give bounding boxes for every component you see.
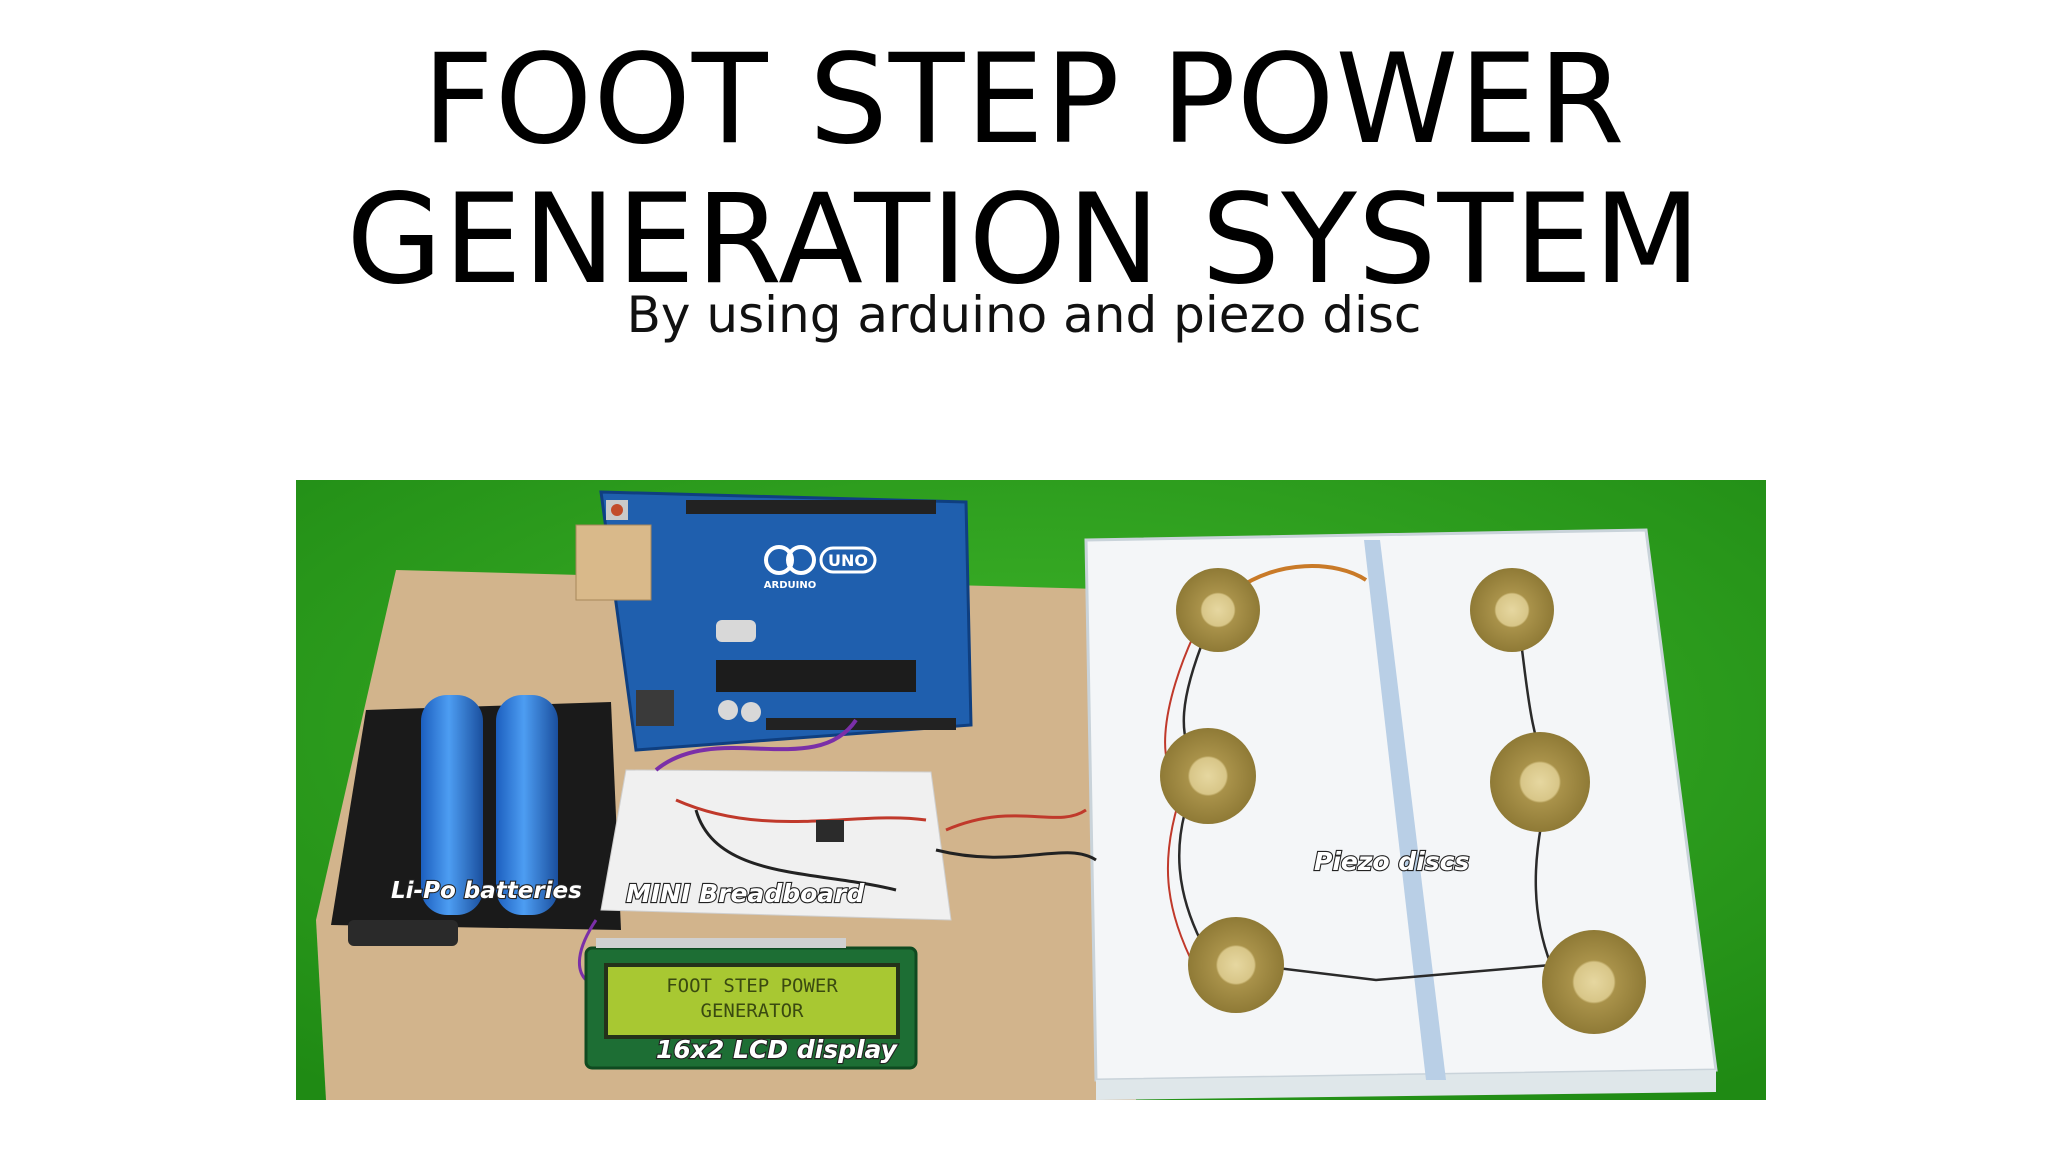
- label-breadboard: MINI Breadboard: [626, 879, 865, 908]
- slide-subtitle: By using arduino and piezo disc: [626, 286, 1422, 344]
- label-piezo: Piezo discs: [1314, 847, 1469, 876]
- title-line-2: GENERATION SYSTEM: [346, 168, 1702, 312]
- mini-breadboard: [600, 718, 952, 921]
- piezo-discs: [1160, 568, 1646, 1034]
- battery-holder: [331, 695, 621, 946]
- piezo-disc: [1188, 917, 1284, 1013]
- piezo-disc: [1470, 568, 1554, 652]
- project-photo: UNO ARDUINO FOOT STEP POWER: [296, 480, 1766, 1100]
- slide-title: FOOT STEP POWER GENERATION SYSTEM: [0, 30, 2048, 310]
- uno-mark: UNO: [828, 551, 868, 570]
- piezo-disc: [1490, 732, 1590, 832]
- piezo-disc: [1176, 568, 1260, 652]
- lcd-line-1: FOOT STEP POWER: [666, 975, 838, 997]
- title-line-1: FOOT STEP POWER: [422, 28, 1626, 172]
- lcd-module: FOOT STEP POWER GENERATOR: [584, 938, 918, 1070]
- piezo-disc: [1542, 930, 1646, 1034]
- piezo-disc: [1160, 728, 1256, 824]
- arduino-board: UNO ARDUINO: [575, 490, 973, 752]
- label-lcd: 16x2 LCD display: [656, 1035, 899, 1064]
- lcd-line-2: GENERATOR: [701, 1000, 805, 1022]
- arduino-mark: ARDUINO: [764, 580, 816, 591]
- label-batteries: Li-Po batteries: [391, 878, 582, 904]
